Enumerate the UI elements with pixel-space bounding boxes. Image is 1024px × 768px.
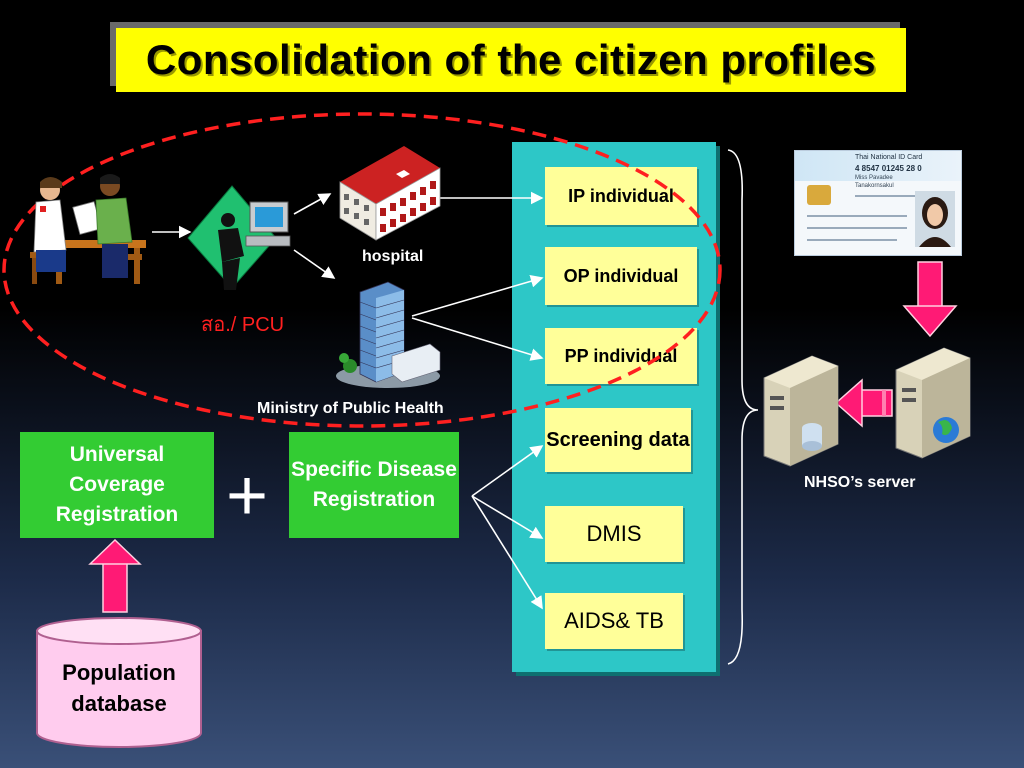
nhso-server-label: NHSO’s server <box>804 474 916 491</box>
left-arrow-icon <box>834 378 893 428</box>
id-photo-icon <box>915 191 955 247</box>
panel-item-pp: PP individual <box>545 328 697 384</box>
panel-item-screening: Screening data <box>545 408 691 472</box>
slide-title: Consolidation of the citizen profiles <box>116 28 906 92</box>
id-card-lastname: Tanakornsakul <box>855 183 894 189</box>
panel-item-aids-tb: AIDS& TB <box>545 593 683 649</box>
ministry-label: Ministry of Public Health <box>257 400 444 417</box>
ministry-building-icon <box>336 281 441 388</box>
id-card-name: Miss Pavadee <box>855 175 893 181</box>
plus-sign: + <box>226 456 269 536</box>
id-card-number: 4 8547 01245 28 0 <box>855 164 922 173</box>
population-database-label: Population database <box>62 660 176 716</box>
brace-icon <box>727 149 759 665</box>
id-card-line <box>807 227 907 229</box>
connector-lines <box>152 191 544 610</box>
down-arrow-icon <box>902 261 958 338</box>
panel-item-dmis: DMIS <box>545 506 683 562</box>
hospital-label: hospital <box>362 248 424 265</box>
server-icon <box>763 355 839 467</box>
panel-item-ip: IP individual <box>545 167 697 225</box>
chip-icon <box>807 185 831 205</box>
id-card-header: Thai National ID Card <box>855 154 923 161</box>
pcu-label: สอ./ PCU <box>201 314 285 336</box>
id-card-line <box>807 215 907 217</box>
id-card: Thai National ID Card 4 8547 01245 28 0 … <box>794 150 962 256</box>
up-arrow-icon <box>88 538 142 613</box>
id-card-line <box>855 195 915 197</box>
database-cylinder-icon <box>36 617 202 748</box>
computer-operator-icon <box>187 185 291 290</box>
hospital-building-icon <box>339 146 441 241</box>
profile-panel <box>512 142 716 672</box>
id-card-line <box>807 239 897 241</box>
panel-item-op: OP individual <box>545 247 697 305</box>
universal-coverage-box: Universal Coverage Registration <box>20 432 214 538</box>
nurse-patient-icon <box>30 174 146 284</box>
grouping-ellipse <box>2 112 722 428</box>
server-globe-icon <box>895 347 971 459</box>
specific-disease-box: Specific Disease Registration <box>289 432 459 538</box>
population-database-cylinder: Population database <box>35 617 203 749</box>
id-card-header-band <box>795 151 961 181</box>
